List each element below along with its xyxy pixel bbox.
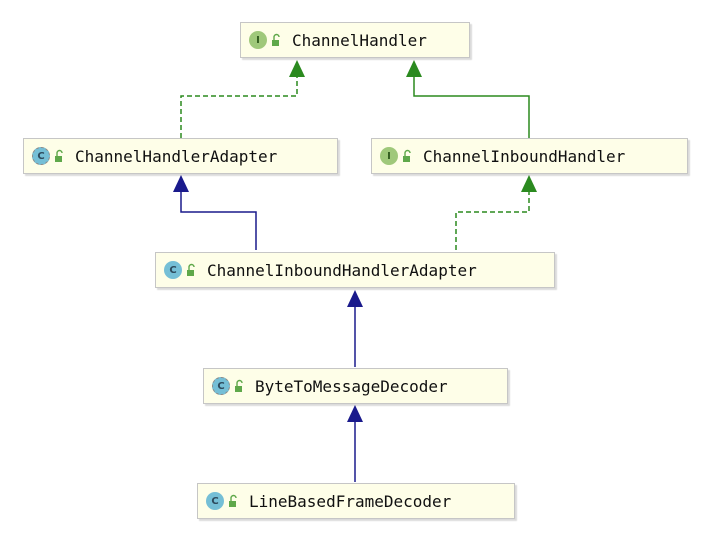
unlock-icon xyxy=(403,149,411,162)
edge-inboundadapter-implements-inboundhandler xyxy=(455,192,530,250)
node-label: ChannelInboundHandlerAdapter xyxy=(207,260,477,280)
edge-channelinboundhandler-extends-channelhandler xyxy=(413,76,530,138)
edge-channelhandleradapter-implements-channelhandler xyxy=(180,76,298,138)
node-label: ChannelHandler xyxy=(292,30,427,50)
node-label: ChannelHandlerAdapter xyxy=(75,146,278,166)
edge-inboundadapter-extends-handleradapter xyxy=(180,192,257,250)
node-label: ChannelInboundHandler xyxy=(423,146,626,166)
unlock-icon xyxy=(235,379,243,392)
arrowhead-extends-channelinboundhandleradapter xyxy=(347,290,363,307)
arrowhead-extends-channelhandler xyxy=(406,60,422,77)
class-icon: C xyxy=(164,261,182,279)
unlock-icon xyxy=(272,33,280,46)
abstract-class-icon: C xyxy=(32,147,50,165)
node-channelinboundhandler[interactable]: I ChannelInboundHandler xyxy=(371,138,688,174)
unlock-icon xyxy=(229,494,237,507)
node-channelhandler[interactable]: I ChannelHandler xyxy=(240,22,470,58)
interface-icon: I xyxy=(380,147,398,165)
unlock-icon xyxy=(55,149,63,162)
arrowhead-extends-channelhandleradapter xyxy=(173,175,189,192)
unlock-icon xyxy=(187,263,195,276)
arrowhead-extends-bytetomessagedecoder xyxy=(347,405,363,422)
arrowhead-implements-channelhandler xyxy=(289,60,305,77)
abstract-class-icon: C xyxy=(212,377,230,395)
node-channelinboundhandleradapter[interactable]: C ChannelInboundHandlerAdapter xyxy=(155,252,555,288)
node-channelhandleradapter[interactable]: C ChannelHandlerAdapter xyxy=(23,138,338,174)
node-label: LineBasedFrameDecoder xyxy=(249,491,452,511)
node-bytetomessagedecoder[interactable]: C ByteToMessageDecoder xyxy=(203,368,508,404)
interface-icon: I xyxy=(249,31,267,49)
class-icon: C xyxy=(206,492,224,510)
node-label: ByteToMessageDecoder xyxy=(255,376,448,396)
arrowhead-implements-channelinboundhandler xyxy=(521,175,537,192)
node-linebasedframedecoder[interactable]: C LineBasedFrameDecoder xyxy=(197,483,515,519)
